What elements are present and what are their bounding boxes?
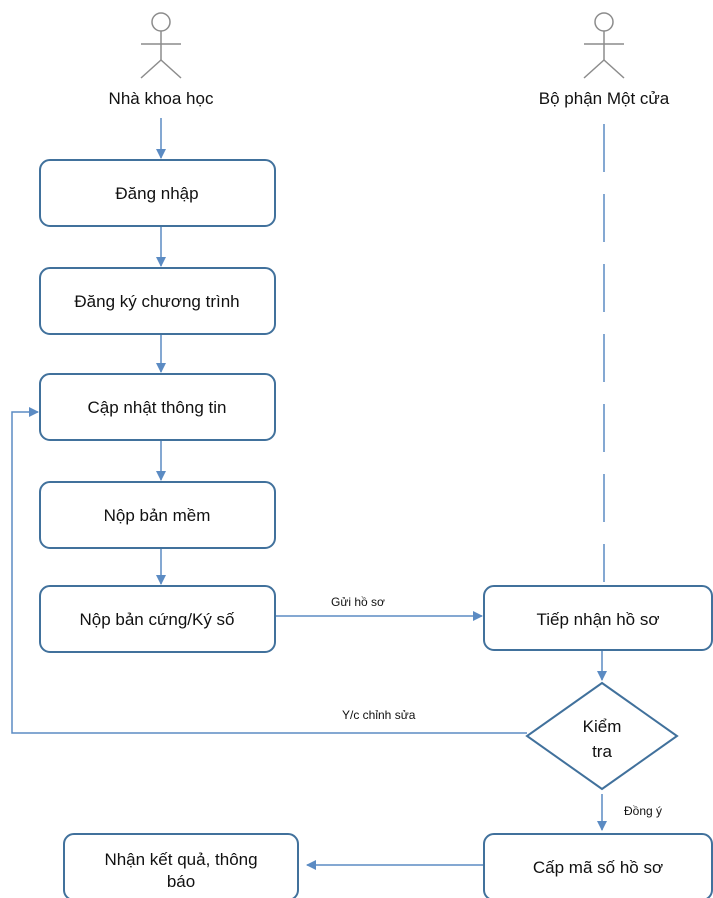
step-receive-result: Nhận kết quả, thông báo	[63, 833, 299, 898]
step-submit-hard-copy: Nộp bản cứng/Ký số	[39, 585, 276, 653]
decision-check-label-line1: Kiểm	[583, 717, 622, 736]
step-update-info: Cập nhật thông tin	[39, 373, 276, 441]
edge-label-request-edit: Y/c chỉnh sửa	[342, 708, 416, 722]
step-assign-code-label: Cấp mã số hồ sơ	[533, 858, 663, 877]
edge-label-agree: Đồng ý	[624, 804, 662, 818]
actor-one-stop: Bộ phận Một cửa	[539, 12, 670, 108]
actor-scientist-label: Nhà khoa học	[109, 89, 214, 108]
step-receive-dossier: Tiếp nhận hồ sơ	[483, 585, 713, 651]
actor-one-stop-label: Bộ phận Một cửa	[539, 89, 670, 108]
decision-check: Kiểm tra	[525, 681, 679, 791]
step-login: Đăng nhập	[39, 159, 276, 227]
actor-scientist: Nhà khoa học	[109, 12, 214, 108]
step-login-label: Đăng nhập	[115, 184, 198, 203]
arrow-request-edit	[11, 407, 527, 734]
step-submit-soft-copy-label: Nộp bản mềm	[104, 506, 211, 525]
step-receive-result-label-line2: báo	[167, 872, 195, 891]
stick-figure-icon	[140, 12, 182, 79]
step-receive-result-label-line1: Nhận kết quả, thông	[104, 850, 257, 869]
stick-figure-icon	[583, 12, 625, 79]
step-register-program-label: Đăng ký chương trình	[74, 292, 239, 311]
step-assign-code: Cấp mã số hồ sơ	[483, 833, 713, 898]
step-submit-hard-copy-label: Nộp bản cứng/Ký số	[79, 610, 235, 629]
step-submit-soft-copy: Nộp bản mềm	[39, 481, 276, 549]
step-receive-dossier-label: Tiếp nhận hồ sơ	[537, 610, 660, 629]
edge-label-send-dossier: Gửi hồ sơ	[331, 595, 385, 609]
step-update-info-label: Cập nhật thông tin	[88, 398, 227, 417]
decision-check-label-line2: tra	[592, 742, 612, 761]
step-register-program: Đăng ký chương trình	[39, 267, 276, 335]
